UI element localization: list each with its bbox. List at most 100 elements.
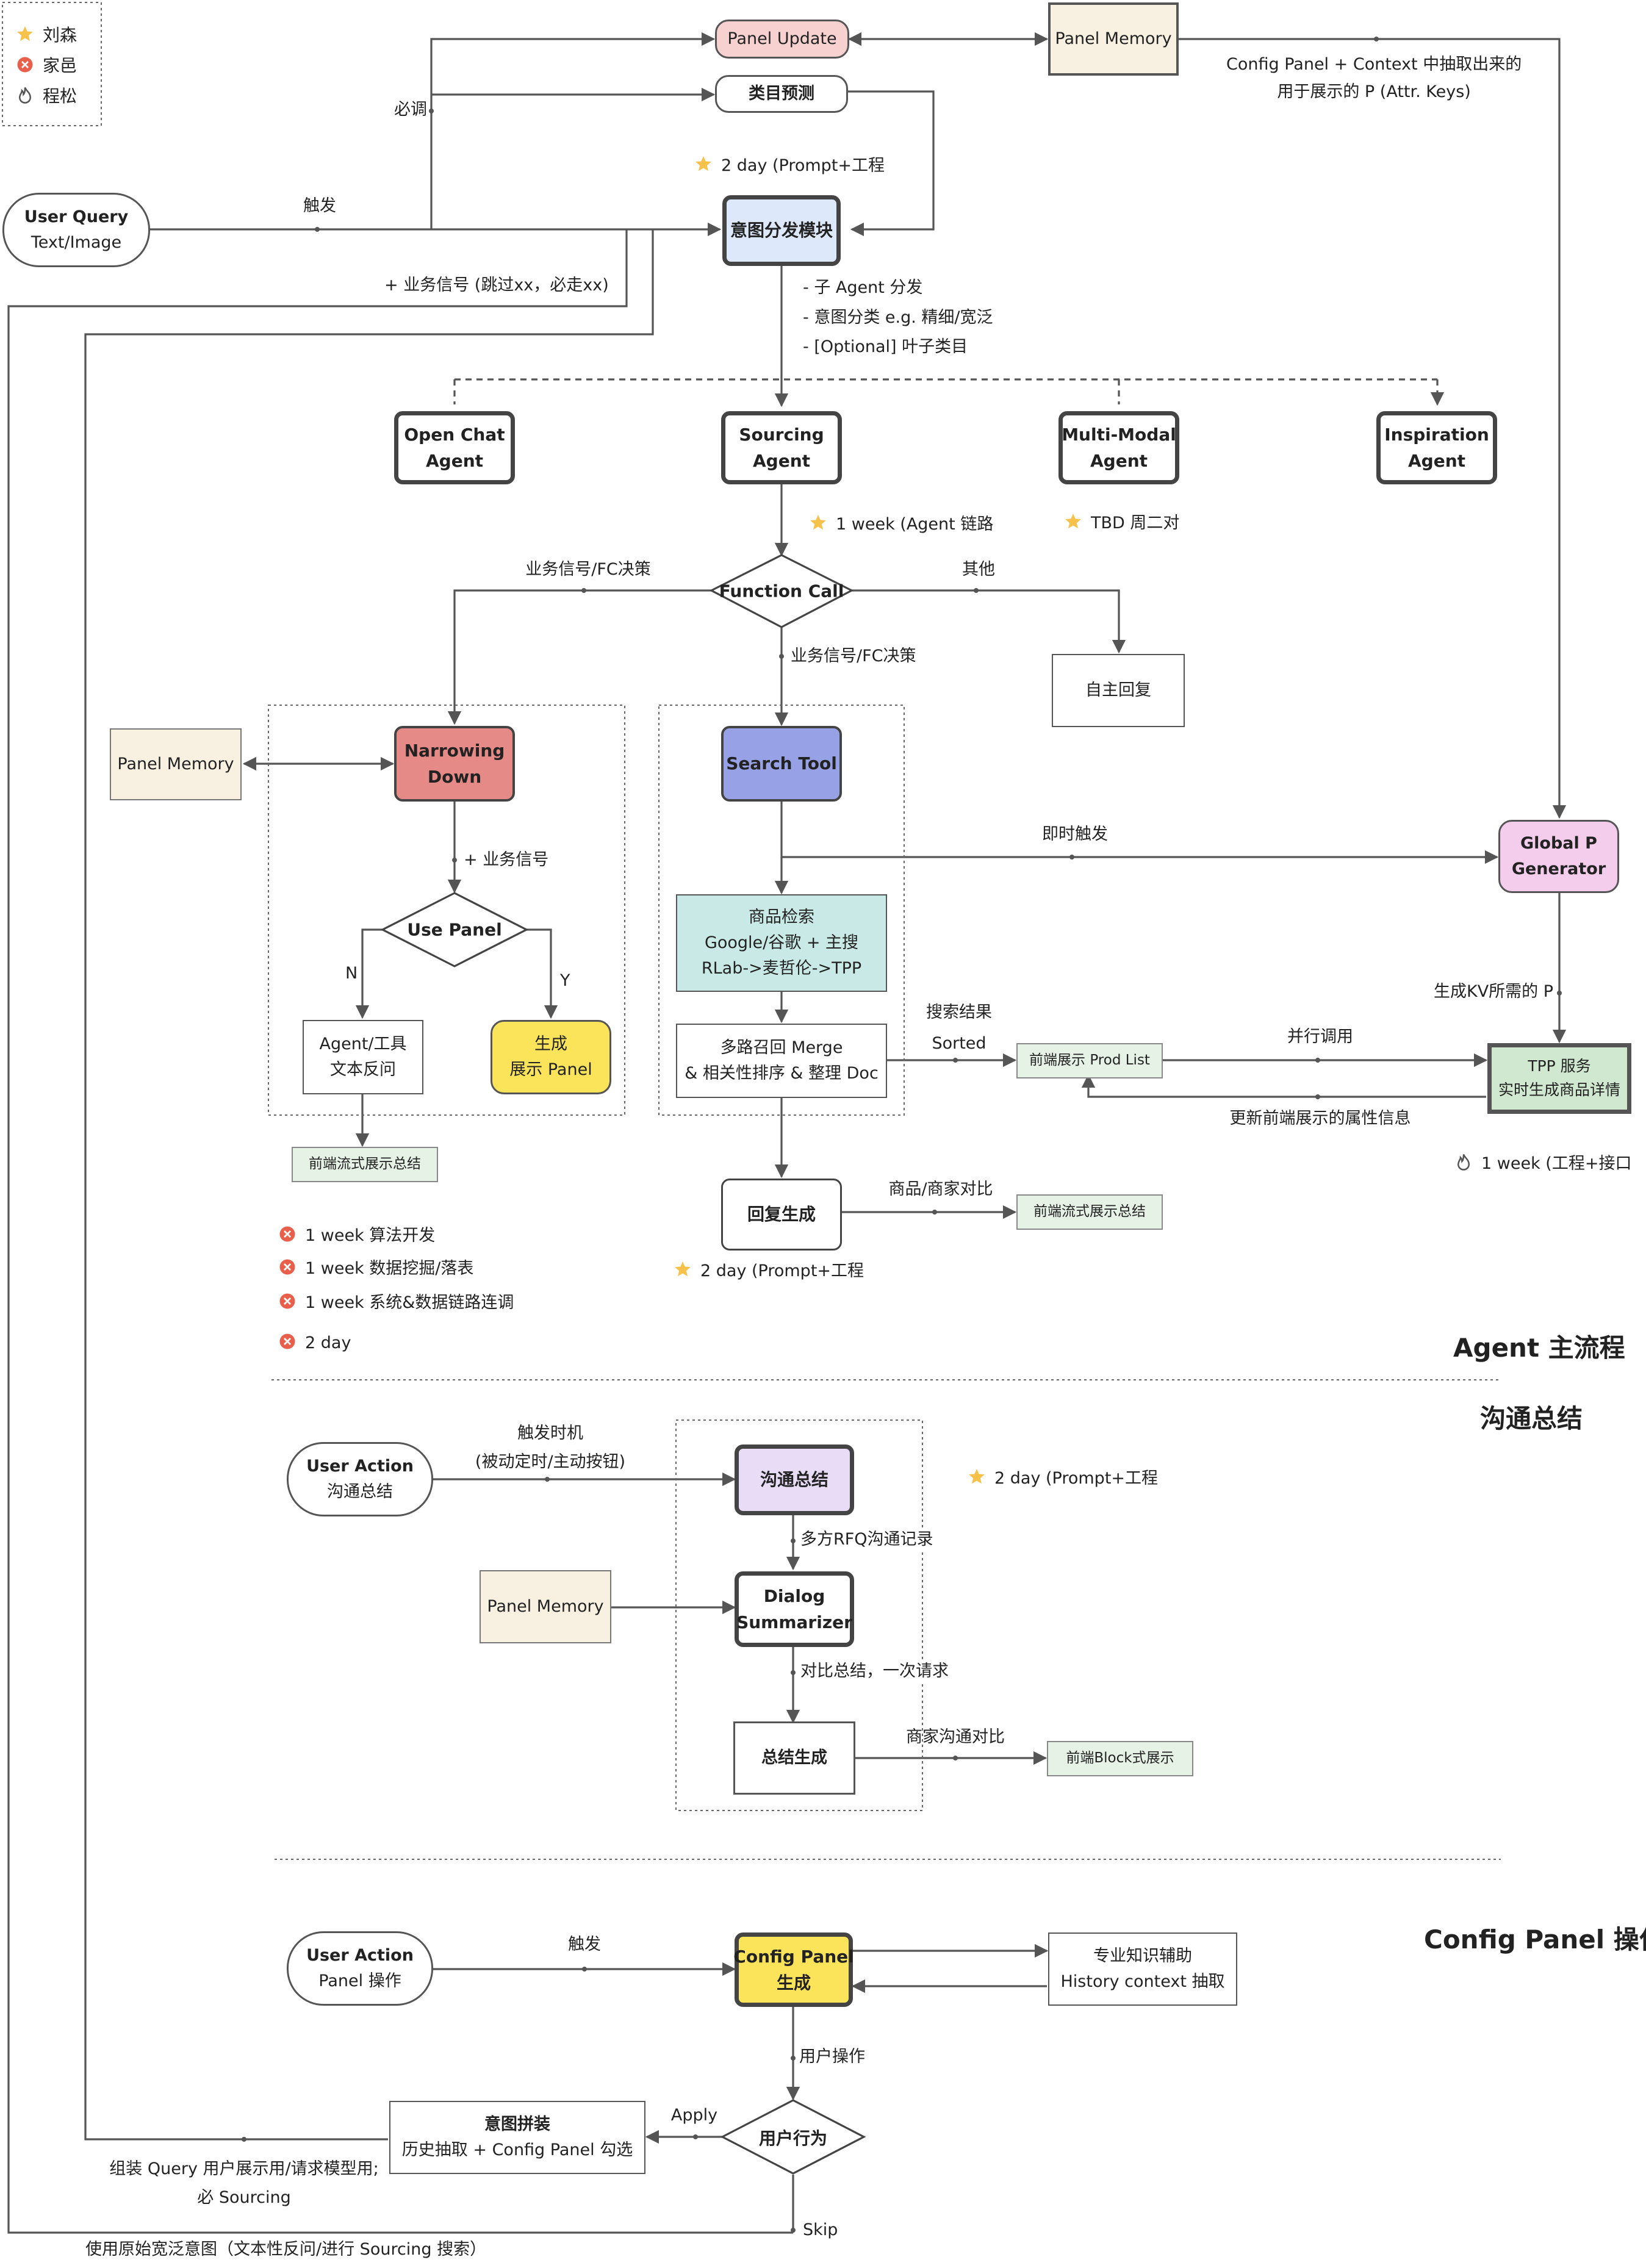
edge-usepanel-n — [355, 928, 383, 1019]
assemble-label: 组装 Query 用户展示用/请求模型用;必 Sourcing — [109, 2159, 379, 2208]
search-tool-node[interactable]: Search Tool — [721, 726, 842, 802]
compare-once-label: 对比总结，一次请求 — [798, 1662, 951, 1682]
parallel-label: 并行调用 — [1287, 1027, 1353, 1046]
front-block-node[interactable]: 前端Block式展示 — [1047, 1741, 1193, 1776]
instant-label: 即时触发 — [1042, 825, 1108, 844]
estimate-system: 1 week 系统&数据链路连调 — [278, 1292, 514, 1313]
gen-kv-label: 生成KV所需的 P — [1434, 982, 1554, 1001]
intent-splice-node[interactable]: 意图拼装历史抽取 + Config Panel 勾选 — [389, 2101, 645, 2174]
tpp-node[interactable]: TPP 服务实时生成商品详情 — [1487, 1043, 1631, 1114]
edge-fc-left — [447, 589, 711, 725]
edge-fc-other — [852, 589, 1126, 654]
edge-tpp-prodlist — [1081, 1074, 1486, 1098]
function-call-label[interactable]: Function Call — [719, 581, 844, 601]
red-badge-icon — [279, 1293, 295, 1309]
red-badge-icon — [17, 57, 33, 73]
comm-summary-node[interactable]: 沟通总结 — [735, 1444, 854, 1515]
panel-memory-dialog-node[interactable]: Panel Memory — [480, 1570, 611, 1643]
estimate-two-day: 2 day — [278, 1332, 351, 1353]
rfq-label: 多方RFQ沟通记录 — [798, 1530, 936, 1550]
flame-icon — [18, 87, 32, 104]
yes-label: Y — [560, 971, 570, 990]
category-predict-node[interactable]: 类目预测 — [715, 75, 848, 113]
panel-memory-left-node[interactable]: Panel Memory — [110, 728, 242, 800]
estimate-reply: 2 day (Prompt+工程 — [674, 1260, 864, 1281]
use-panel-diamond — [380, 892, 529, 967]
legend-item-jiayi: 家邑 — [16, 52, 77, 77]
legend-label: 程松 — [43, 86, 77, 106]
legend-label: 刘森 — [43, 25, 77, 45]
agent-tool-node[interactable]: Agent/工具文本反问 — [303, 1020, 423, 1094]
function-call-diamond — [709, 554, 854, 628]
merge-node[interactable]: 多路召回 Merge& 相关性排序 & 整理 Doc — [676, 1024, 887, 1098]
intent-notes: - 子 Agent 分发- 意图分类 e.g. 精细/宽泛- [Optional… — [803, 278, 993, 357]
section-title-comm: 沟通总结 — [1480, 1404, 1583, 1434]
fc-down-label: 业务信号/FC决策 — [791, 647, 916, 666]
section-title-main: Agent 主流程 — [1453, 1333, 1625, 1363]
legend-label: 家邑 — [43, 56, 77, 76]
use-panel-label[interactable]: Use Panel — [407, 919, 502, 940]
user-behavior-label[interactable]: 用户行为 — [758, 2128, 828, 2148]
edge-must-call — [430, 32, 716, 229]
estimate-tbd: TBD 周二对 — [1064, 512, 1179, 533]
edge-intent-loop — [84, 229, 654, 2141]
merchant-compare-label: 商家沟通对比 — [906, 1728, 1005, 1746]
section-title-config: Config Panel 操作 — [1424, 1925, 1646, 1954]
red-badge-icon — [279, 1226, 295, 1242]
summary-gen-node[interactable]: 总结生成 — [733, 1721, 855, 1795]
legend-frame — [2, 2, 102, 126]
trigger-timing-label: 触发时机(被动定时/主动按钮) — [475, 1424, 626, 1472]
front-stream-left-node[interactable]: 前端流式展示总结 — [292, 1147, 438, 1182]
plus-biz-label: + 业务信号 — [464, 850, 549, 869]
estimate-data: 1 week 数据挖掘/落表 — [278, 1258, 473, 1279]
biz-signal-label: + 业务信号 (跳过xx，必走xx) — [384, 276, 609, 295]
reply-gen-node[interactable]: 回复生成 — [721, 1179, 842, 1251]
skip-label: Skip — [803, 2220, 838, 2239]
fc-left-label: 业务信号/FC决策 — [525, 560, 651, 579]
panel-update-node[interactable]: Panel Update — [715, 20, 849, 59]
use-raw-label: 使用原始宽泛意图（文本性反问/进行 Sourcing 搜索） — [85, 2240, 487, 2259]
panel-memory-top-node[interactable]: Panel Memory — [1048, 2, 1179, 76]
gen-panel-node[interactable]: 生成展示 Panel — [491, 1020, 611, 1094]
estimate-algo: 1 week 算法开发 — [278, 1225, 435, 1246]
edge-category-intent — [848, 90, 935, 237]
red-badge-icon — [279, 1333, 295, 1349]
star-icon — [810, 514, 826, 530]
edge-dispatch-dashed — [453, 378, 1437, 404]
narrowing-group-frame — [268, 705, 625, 1116]
config-panel-note: Config Panel + Context 中抽取出来的用于展示的 P (At… — [1226, 55, 1522, 101]
prod-list-node[interactable]: 前端展示 Prod List — [1016, 1043, 1163, 1078]
intent-dispatch-node[interactable]: 意图分发模块 — [722, 195, 841, 266]
edge-usepanel-y — [527, 928, 558, 1019]
comm-group-frame — [675, 1419, 923, 1811]
must-call-label: 必调 — [394, 100, 427, 119]
apply-label: Apply — [670, 2106, 718, 2125]
estimate-agent-chain: 1 week (Agent 链路 — [809, 514, 993, 534]
star-icon — [969, 1468, 985, 1484]
star-icon — [675, 1261, 691, 1277]
estimate-intent: 2 day (Prompt+工程 — [694, 155, 885, 176]
legend-item-chengsong: 程松 — [16, 83, 77, 107]
search-group-frame — [658, 705, 905, 1116]
star-icon — [17, 26, 33, 41]
edge-biz-loop — [7, 229, 793, 2234]
self-reply-node[interactable]: 自主回复 — [1052, 654, 1185, 727]
estimate-tpp: 1 week (工程+接口 — [1454, 1153, 1631, 1174]
user-behavior-diamond — [720, 2099, 866, 2175]
front-stream-mid-node[interactable]: 前端流式展示总结 — [1016, 1194, 1163, 1230]
